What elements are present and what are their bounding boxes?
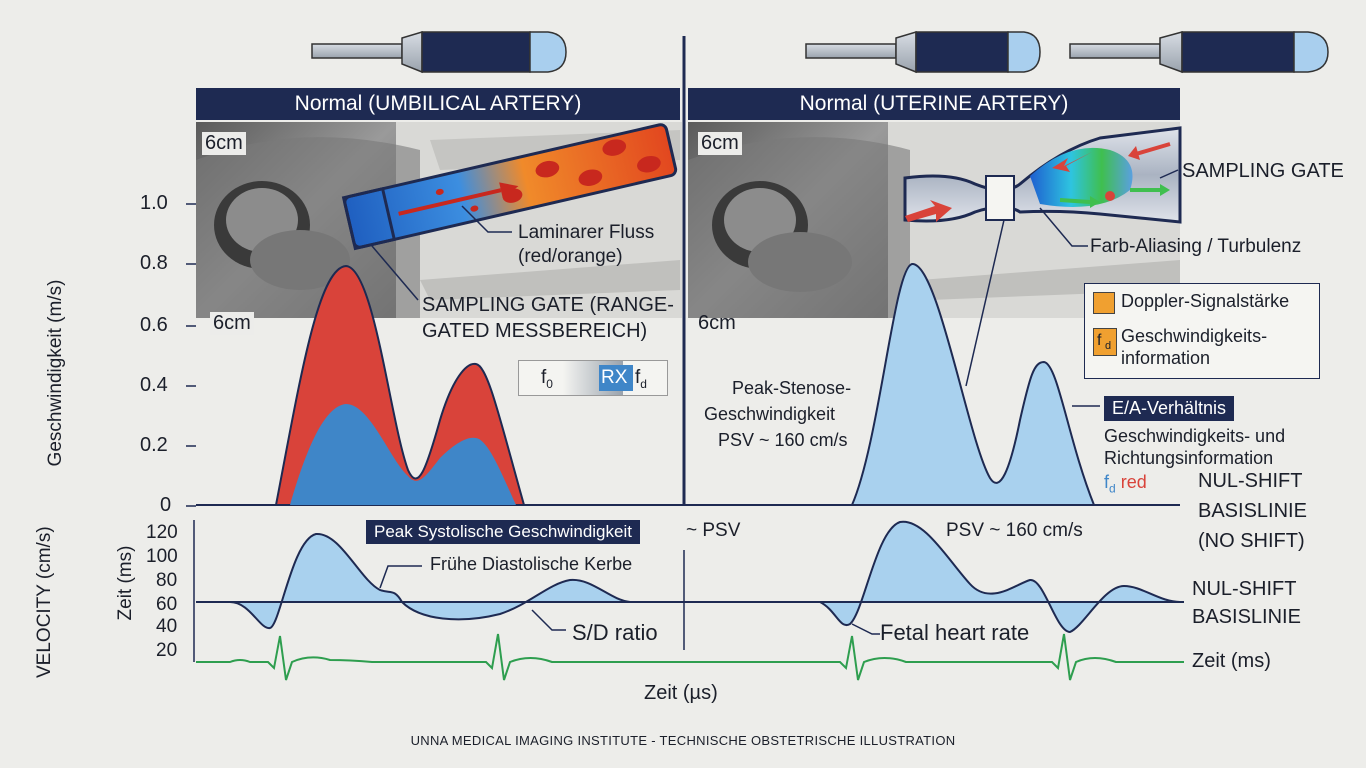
early-diastolic-label: Frühe Diastolische Kerbe <box>430 554 633 574</box>
y-tick-label: 0 <box>160 494 172 516</box>
sd-ratio-label: S/D ratio <box>572 620 658 645</box>
legend-swatch-fd: f d <box>1093 328 1117 356</box>
spectral-doppler-trace <box>229 520 1181 634</box>
legend-item: Doppler-Signalstärke <box>1121 291 1290 311</box>
psv-stenose-leader <box>965 219 1005 387</box>
probe-right <box>1069 31 1329 74</box>
laminar-vessel <box>341 123 678 251</box>
y-tick-label: 0.2 <box>140 434 168 456</box>
aliasing-label: Farb-Aliasing / Turbulenz <box>1090 236 1302 257</box>
fd-scale-f0: f0 <box>541 367 553 391</box>
legend: Doppler-Signalstärke f d Geschwindigkeit… <box>1084 283 1320 379</box>
fd-scale-rx: RX <box>601 367 628 388</box>
fetal-heart-rate-label: Fetal heart rate <box>880 620 1030 645</box>
x-axis-label: Zeit (µs) <box>644 682 718 704</box>
laminar-flow-sublabel: (red/orange) <box>518 246 623 267</box>
fd-scale: f0 RX fd <box>518 360 668 396</box>
sampling-gate-right-label: SAMPLING GATE <box>1182 160 1344 182</box>
fd-scale-fd: fd <box>635 367 647 391</box>
nul-shift-bottom: NUL-SHIFT <box>1192 578 1297 600</box>
y-tick-label: 0.4 <box>140 374 168 396</box>
psv-stenose-sublabel: Geschwindigkeit <box>704 404 836 424</box>
psv-stenose-label: Peak-Stenose- <box>732 378 852 398</box>
gate-right-leader <box>1159 169 1179 179</box>
depth-label: 6cm <box>202 132 246 155</box>
header-umbilical: Normal (UMBILICAL ARTERY) <box>196 88 680 120</box>
sd-leader <box>531 609 566 631</box>
zeit-ms-right-label: Zeit (ms) <box>1192 650 1271 672</box>
y-tick-label-lower: 80 <box>156 570 178 591</box>
psv-tilde-label: ~ PSV <box>686 520 741 541</box>
probe-left <box>311 30 567 74</box>
y-tick-label-lower: 40 <box>156 616 178 637</box>
psv-right-label: PSV ~ 160 cm/s <box>946 520 1083 541</box>
ecg-trace <box>196 633 1184 681</box>
depth-label: 6cm <box>698 132 742 155</box>
laminar-leader <box>461 205 512 233</box>
psv-stenose-value: PSV ~ 160 cm/s <box>718 430 848 450</box>
y-tick-label-lower: 120 <box>146 522 178 543</box>
fd-red-label: fd red <box>1104 472 1147 496</box>
laminar-flow-label: Laminarer Fluss <box>518 222 655 243</box>
sampling-gate-left-label: SAMPLING GATE (RANGE- <box>422 294 674 316</box>
depth-label: 6cm <box>698 312 736 334</box>
y-tick-label: 0.6 <box>140 314 168 336</box>
upper-axis-ticks <box>186 203 196 507</box>
upper-y-axis-label: Geschwindigkeit (m/s) <box>45 279 66 467</box>
footer-credit: UNNA MEDICAL IMAGING INSTITUTE - TECHNIS… <box>410 733 956 748</box>
legend-swatch-signal <box>1093 292 1115 314</box>
lower-y-axis-label-inner: Zeit (ms) <box>115 545 136 621</box>
ultrasound-image-right <box>688 122 1180 318</box>
legend-item: Geschwindigkeits- <box>1121 326 1268 346</box>
probe-middle <box>805 30 1041 74</box>
nul-shift-bottom: BASISLINIE <box>1192 606 1301 628</box>
umbilical-waveform <box>274 264 526 506</box>
lower-y-axis-label-outer: VELOCITY (cm/s) <box>34 526 55 678</box>
aliasing-leader <box>1039 207 1088 247</box>
uterine-waveform <box>850 262 1096 506</box>
sampling-gate-left-sublabel: GATED MESSBEREICH) <box>422 320 648 342</box>
y-tick-label-lower: 20 <box>156 640 178 661</box>
y-tick-label-lower: 60 <box>156 594 178 615</box>
nul-shift-top: BASISLINIE <box>1198 500 1307 522</box>
legend-item: information <box>1121 348 1211 368</box>
y-tick-label: 0.8 <box>140 252 168 274</box>
nul-shift-top: NUL-SHIFT <box>1198 470 1303 492</box>
y-tick-label-lower: 100 <box>146 546 178 567</box>
stenotic-vessel <box>903 126 1182 224</box>
peak-systolic-tag: Peak Systolische Geschwindigkeit <box>366 520 640 544</box>
gate-left-leader <box>371 245 419 301</box>
nul-shift-top: (NO SHIFT) <box>1198 530 1305 552</box>
kerbe-leader <box>379 565 422 589</box>
depth-label: 6cm <box>210 312 254 335</box>
y-tick-label: 1.0 <box>140 192 168 214</box>
ea-info-line: Geschwindigkeits- und <box>1104 426 1286 446</box>
ea-ratio-tag: E/A-Verhältnis <box>1104 396 1235 421</box>
fhr-leader <box>851 623 880 635</box>
ea-info-line: Richtungsinformation <box>1104 448 1274 468</box>
header-uterine: Normal (UTERINE ARTERY) <box>688 88 1180 120</box>
